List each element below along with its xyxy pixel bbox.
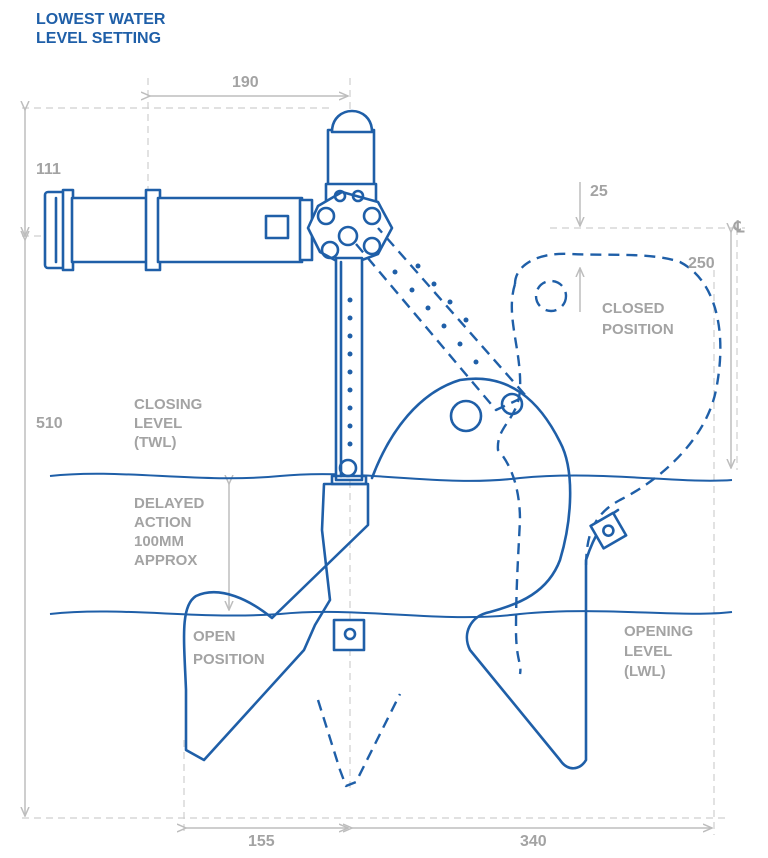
float-closed-position [496,252,722,675]
svg-text:(TWL): (TWL) [134,434,176,451]
dim-250: 250 [688,255,715,272]
svg-text:OPEN: OPEN [193,628,236,645]
svg-text:DELAYED: DELAYED [134,495,204,512]
valve-body [306,189,394,268]
svg-text:OPENING: OPENING [624,623,693,640]
dim-155: 155 [248,833,275,850]
float-arm-closed [355,227,528,416]
float-arm-open [330,256,368,486]
label-closed-position: CLOSED POSITION [602,300,674,338]
label-closing-level: CLOSING LEVEL (TWL) [134,396,202,451]
label-opening-level: OPENING LEVEL (LWL) [624,623,693,680]
dim-340: 340 [520,833,547,850]
svg-text:POSITION: POSITION [193,651,265,668]
svg-text:CLOSING: CLOSING [134,396,202,413]
dimension-arrows [25,96,731,828]
dim-25: 25 [590,183,608,200]
float-open-position [182,482,402,788]
float-bracket [589,511,628,550]
vent-cap [324,109,378,204]
closing-level-waterline [49,472,733,482]
inlet-pipe [43,188,314,272]
label-delayed-action: DELAYED ACTION 100MM APPROX [134,495,204,569]
centerline-symbol: ℄ [733,219,745,236]
opening-level-waterline [49,610,733,619]
svg-text:APPROX: APPROX [134,552,197,569]
title-line-1: LOWEST WATER [36,11,166,28]
dim-510: 510 [36,415,63,432]
diagram-title: LOWEST WATER LEVEL SETTING [36,10,165,48]
svg-text:(LWL): (LWL) [624,663,666,680]
svg-text:LEVEL: LEVEL [134,415,182,432]
float-cam-solid [370,377,620,770]
svg-text:POSITION: POSITION [602,321,674,338]
svg-text:100MM: 100MM [134,533,184,550]
dim-190: 190 [232,74,259,91]
svg-text:CLOSED: CLOSED [602,300,665,317]
extension-lines [22,78,745,835]
title-line-2: LEVEL SETTING [36,30,162,47]
svg-text:LEVEL: LEVEL [624,643,672,660]
dim-111: 111 [36,161,61,178]
label-open-position: OPEN POSITION [193,628,265,668]
svg-text:ACTION: ACTION [134,514,192,531]
